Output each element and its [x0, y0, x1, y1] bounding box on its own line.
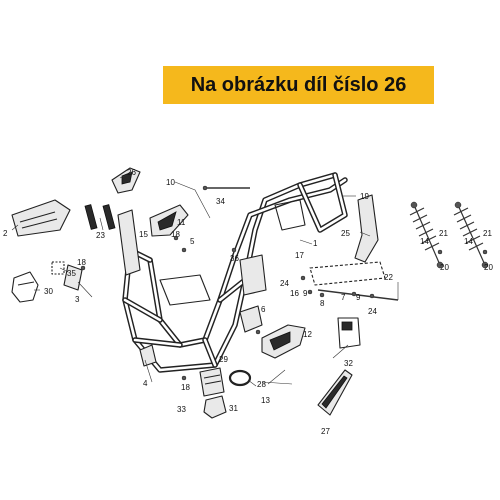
- part-label-27: 27: [321, 427, 330, 436]
- part-label-18b: 18: [77, 258, 86, 267]
- part-label-24a: 24: [280, 279, 289, 288]
- part-label-12: 12: [303, 330, 312, 339]
- footrest-icon: [11, 199, 71, 237]
- part-label-35: 35: [67, 269, 76, 278]
- grip-icon: [84, 204, 98, 230]
- part-label-11: 11: [177, 218, 186, 227]
- part-label-9b: 9: [356, 293, 361, 302]
- part-label-3: 3: [75, 295, 80, 304]
- part-label-14b: 14: [464, 237, 473, 246]
- part-label-7: 7: [341, 293, 346, 302]
- part-label-15: 15: [139, 230, 148, 239]
- part-label-33: 33: [177, 405, 186, 414]
- part-title-banner: Na obrázku díl číslo 26: [163, 66, 434, 104]
- part-label-13: 13: [261, 396, 270, 405]
- part-label-36: 36: [230, 254, 239, 263]
- part-label-18a: 18: [171, 230, 180, 239]
- part-label-30: 30: [44, 287, 53, 296]
- part-label-8: 8: [320, 299, 325, 308]
- part-label-25: 25: [341, 229, 350, 238]
- part-label-29: 29: [219, 355, 228, 364]
- part-label-21a: 21: [439, 229, 448, 238]
- part-title: Na obrázku díl číslo 26: [190, 73, 407, 96]
- part-label-9: 9: [303, 289, 308, 298]
- part-label-28: 28: [257, 380, 266, 389]
- part-label-17: 17: [295, 251, 304, 260]
- part-label-10: 10: [166, 178, 175, 187]
- part-label-32: 32: [344, 359, 353, 368]
- part-label-31: 31: [229, 404, 238, 413]
- part-label-18c: 18: [181, 383, 190, 392]
- part-label-22: 22: [384, 273, 393, 282]
- clip-icon: [11, 271, 39, 303]
- part-label-21b: 21: [483, 229, 492, 238]
- scooter-frame-icon: [117, 172, 348, 373]
- bracket-icon: [111, 167, 141, 194]
- part-label-34: 34: [216, 197, 225, 206]
- part-label-20b: 20: [484, 263, 493, 272]
- part-label-23: 23: [96, 231, 105, 240]
- shock-absorber-icon: [409, 201, 489, 269]
- part-label-26: 26: [127, 168, 136, 177]
- part-label-20a: 20: [440, 263, 449, 272]
- part-label-1: 1: [313, 239, 318, 248]
- part-label-4: 4: [143, 379, 148, 388]
- part-label-16: 16: [290, 289, 299, 298]
- part-label-5: 5: [190, 237, 195, 246]
- part-label-24b: 24: [368, 307, 377, 316]
- part-label-19: 19: [360, 192, 369, 201]
- part-label-14: 14: [420, 237, 429, 246]
- bolt-icon: [80, 235, 488, 381]
- part-label-6: 6: [261, 305, 266, 314]
- part-label-2: 2: [3, 229, 8, 238]
